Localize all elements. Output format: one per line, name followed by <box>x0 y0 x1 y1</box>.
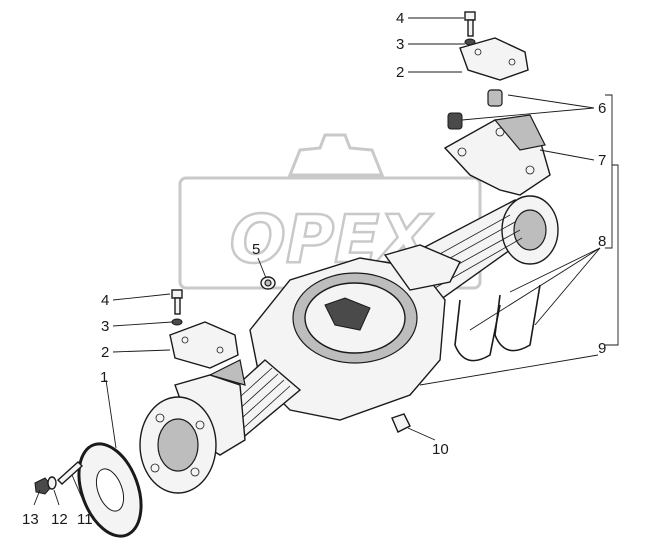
callout-5: 5 <box>252 241 260 258</box>
top-bracket <box>459 37 529 81</box>
callout-2-left: 2 <box>101 344 109 361</box>
top-bolt-shank <box>467 19 474 37</box>
callout-12: 12 <box>51 511 68 528</box>
left-bolt-head <box>171 289 183 299</box>
callout-3-top: 3 <box>396 36 404 53</box>
callout-1: 1 <box>100 369 108 386</box>
left-bracket <box>169 321 239 369</box>
group-brackets <box>605 94 619 346</box>
callout-2-top: 2 <box>396 64 404 81</box>
watermark-gear-icon <box>287 133 385 177</box>
callout-11: 11 <box>77 511 93 528</box>
u-bolts <box>454 284 541 362</box>
left-washer <box>171 318 183 326</box>
stud <box>56 461 84 485</box>
right-support-bracket <box>443 114 551 196</box>
callout-4-top: 4 <box>396 10 404 27</box>
callout-4-left: 4 <box>101 292 109 309</box>
gasket <box>77 442 143 538</box>
callout-7: 7 <box>598 152 606 169</box>
housing-top-pad <box>383 244 461 291</box>
callout-10: 10 <box>432 441 449 458</box>
nut-washer-stud <box>34 461 84 495</box>
leader-lines <box>33 17 601 506</box>
bushing-left <box>447 112 463 130</box>
left-flange <box>139 396 217 494</box>
washer-12 <box>47 476 57 490</box>
top-bolt-head <box>464 11 476 21</box>
drain-plug <box>391 413 411 433</box>
bushings <box>447 89 503 130</box>
callout-3-left: 3 <box>101 318 109 335</box>
left-support-bracket <box>174 359 246 456</box>
callout-9: 9 <box>598 340 606 357</box>
callout-6: 6 <box>598 100 606 117</box>
callouts: 4 3 2 6 7 5 8 4 3 2 9 1 10 13 12 11 <box>22 10 606 528</box>
callout-8: 8 <box>598 233 606 250</box>
bolt-5 <box>260 276 276 290</box>
left-bolt-assembly <box>169 289 239 369</box>
callout-13: 13 <box>22 511 39 528</box>
axle-housing <box>249 244 461 421</box>
bushing-right <box>487 89 503 107</box>
left-bolt-shank <box>174 297 181 315</box>
top-bolt-assembly <box>459 11 529 81</box>
